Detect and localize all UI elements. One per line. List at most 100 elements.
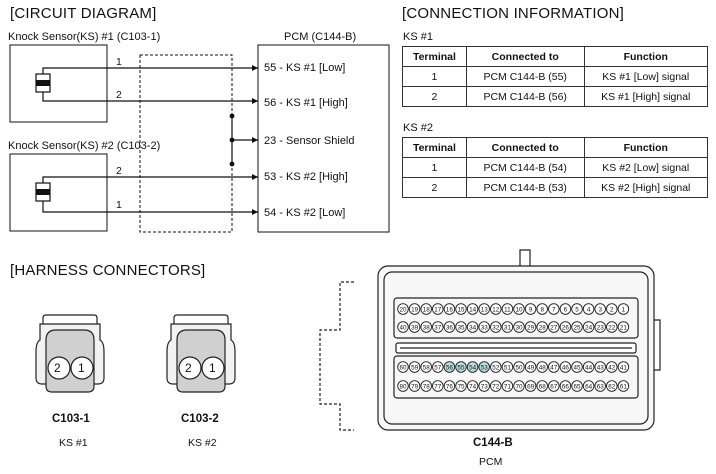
pcm-pin-number: 33 <box>481 324 489 331</box>
pcm-pin-16 <box>443 303 456 315</box>
pcm-pin-59 <box>408 361 421 373</box>
shield-junction-middle <box>229 137 235 143</box>
ks1-pin2-number: 2 <box>116 89 122 101</box>
pcm-pin-23-label: 23 - Sensor Shield <box>264 135 355 147</box>
c103-2-pin-right: 1 <box>209 361 216 375</box>
pcm-pin-number: 73 <box>481 383 489 390</box>
pcm-pin-3 <box>594 303 606 315</box>
pcm-pin-71 <box>501 380 514 392</box>
cell-connected-to: PCM C144-B (55) <box>465 66 585 87</box>
pcm-pin-26 <box>559 321 572 333</box>
pcm-pin-45 <box>571 361 583 373</box>
pcm-pin-number: 8 <box>540 306 544 313</box>
pcm-pin-56-label: 56 - KS #1 [High] <box>264 97 348 109</box>
pcm-pin-22 <box>606 321 618 333</box>
table-header-row: Terminal Connected to Function <box>402 137 708 158</box>
pcm-pin-43 <box>594 361 606 373</box>
ks1-sensor-label: Knock Sensor(KS) #1 (C103-1) <box>8 31 161 43</box>
pcm-pin-66 <box>559 380 572 392</box>
pcm-pin-54 <box>466 361 479 373</box>
table-header-row: Terminal Connected to Function <box>402 46 708 67</box>
pcm-pin-39 <box>408 321 421 333</box>
pcm-pin-24 <box>582 321 595 333</box>
pcm-pin-number: 71 <box>504 383 512 390</box>
arrow-pin53 <box>252 174 258 180</box>
pcm-pin-70 <box>513 380 525 392</box>
pcm-pin-number: 40 <box>399 324 407 331</box>
pcm-pin-number: 51 <box>504 364 512 371</box>
pcm-pin-13 <box>478 303 490 315</box>
pcm-pin-74 <box>466 380 479 392</box>
pcm-pin-80 <box>397 380 409 392</box>
pcm-pin-number: 56 <box>446 364 454 371</box>
pcm-pin-number: 17 <box>434 306 442 313</box>
pcm-pin-41 <box>617 361 630 373</box>
pcm-pin-73 <box>478 380 490 392</box>
pcm-pin-number: 47 <box>550 364 558 371</box>
pcm-pin-29 <box>524 321 537 333</box>
pcm-pin-14 <box>466 303 479 315</box>
pcm-pin-15 <box>455 303 467 315</box>
pcm-pin-56 <box>443 361 456 373</box>
ks2-sensor-box <box>9 153 108 232</box>
pcm-pin-number: 74 <box>469 383 477 390</box>
arrow-pin55 <box>252 65 258 71</box>
pcm-pin-20 <box>397 303 409 315</box>
pcm-pin-55 <box>455 361 467 373</box>
pcm-pin-69 <box>524 380 537 392</box>
pcm-pin-6 <box>559 303 572 315</box>
cell-connected-to: PCM C144-B (53) <box>465 177 585 198</box>
pcm-pin-12 <box>490 303 502 315</box>
pcm-pin-number: 35 <box>457 324 465 331</box>
pcm-pin-number: 28 <box>539 324 547 331</box>
pcm-pin-50 <box>513 361 525 373</box>
cell-function: KS #1 [Low] signal <box>583 66 708 87</box>
pcm-pin-number: 42 <box>608 364 616 371</box>
ks2-pin2-number: 2 <box>116 165 122 177</box>
pcm-pin-number: 66 <box>562 383 570 390</box>
cell-function: KS #1 [High] signal <box>583 86 708 107</box>
pcm-pin-number: 12 <box>492 306 500 313</box>
pcm-pin-number: 55 <box>457 364 465 371</box>
pcm-pin-number: 14 <box>469 306 477 313</box>
pcm-pin-number: 16 <box>446 306 454 313</box>
pcm-pin-number: 23 <box>597 324 605 331</box>
arrow-pin56 <box>252 98 258 104</box>
pcm-pin-number: 38 <box>423 324 431 331</box>
pcm-pin-8 <box>536 303 548 315</box>
pcm-pin-25 <box>571 321 583 333</box>
shield-junction-top <box>229 113 235 119</box>
c103-2-name: C103-2 <box>181 413 219 425</box>
pcm-pin-60 <box>397 361 409 373</box>
pcm-pin-36 <box>443 321 456 333</box>
pcm-pin-number: 64 <box>585 383 593 390</box>
pcm-pin-64 <box>582 380 595 392</box>
pcm-pin-number: 45 <box>573 364 581 371</box>
c103-1-connector-drawing <box>35 314 105 393</box>
cell-connected-to: PCM C144-B (54) <box>465 157 585 178</box>
ks2-sensor-symbol <box>35 182 51 202</box>
pcm-pin-number: 50 <box>515 364 523 371</box>
circuit-diagram-title: [CIRCUIT DIAGRAM] <box>10 5 157 22</box>
pcm-pin-number: 61 <box>620 383 628 390</box>
pcm-pin-76 <box>443 380 456 392</box>
pcm-pin-number: 67 <box>550 383 558 390</box>
c103-2-desc: KS #2 <box>188 437 217 449</box>
pcm-pin-number: 54 <box>469 364 477 371</box>
ks1-wire-pin1 <box>42 67 258 74</box>
pcm-pin-number: 19 <box>411 306 419 313</box>
c144-b-name: C144-B <box>473 437 513 449</box>
pcm-pin-number: 70 <box>515 383 523 390</box>
pcm-pin-number: 63 <box>597 383 605 390</box>
ks2-wire-pin2 <box>42 176 258 183</box>
pcm-pin-number: 25 <box>573 324 581 331</box>
pcm-pin-number: 6 <box>564 306 568 313</box>
shield-junction-bottom <box>229 161 235 167</box>
pcm-pin-9 <box>524 303 537 315</box>
ks2-table-label: KS #2 <box>403 122 433 134</box>
ks1-sensor-symbol <box>35 73 51 93</box>
pcm-pin-17 <box>432 303 444 315</box>
pcm-pin-number: 46 <box>562 364 570 371</box>
pcm-pin-number: 29 <box>527 324 535 331</box>
c103-1-name: C103-1 <box>52 413 90 425</box>
